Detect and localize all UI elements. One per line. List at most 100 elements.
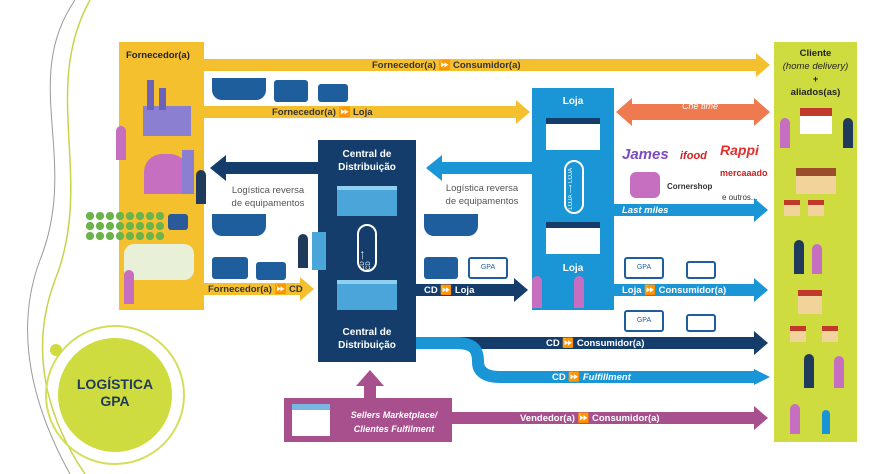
arrow-supplier-store	[204, 100, 530, 124]
dc-bottom-title-line2: Distribuição	[338, 340, 396, 351]
person-icon	[794, 240, 804, 274]
client-allies: aliados(as)	[790, 87, 841, 98]
house-icon	[784, 200, 800, 216]
factory-icon	[143, 80, 191, 136]
arrow-che-time	[616, 98, 770, 126]
dc-top-title-line2: Distribuição	[338, 162, 396, 173]
truck-icon	[212, 257, 248, 279]
dc-top-title-line1: Central de	[342, 149, 392, 160]
sellers-line1: Sellers Marketplace/	[350, 410, 438, 420]
arrow-seller-cd	[356, 370, 384, 398]
truck-icon	[424, 257, 458, 279]
label-cd-fulfillment: CD ⏩	[552, 372, 583, 383]
truck-icon	[256, 262, 286, 280]
label-cd-store: CD ⏩ Loja	[424, 285, 475, 296]
sellers-line2: Clientes	[353, 424, 392, 434]
pasture-icon	[124, 244, 194, 280]
ship-icon	[212, 78, 266, 100]
dc-cd-arrow: CD ⟶ CD	[357, 224, 377, 272]
person-icon	[116, 126, 126, 160]
person-icon	[843, 118, 853, 148]
logo-line2: GPA	[100, 393, 130, 409]
store-building-icon	[546, 222, 600, 254]
person-icon	[812, 244, 822, 274]
store-store-arrow: LOJA ⟶ LOJA	[564, 160, 584, 214]
gpa-truck-icon: GPA	[468, 257, 508, 279]
house-icon	[790, 326, 806, 342]
che-time-logo: Chê time	[681, 101, 718, 111]
house-icon	[798, 290, 822, 314]
arrow-reverse-left	[210, 155, 318, 181]
dc-cd-arrow-label: CD ⟶ CD	[360, 251, 372, 270]
dc-bottom-title-line1: Central de	[342, 327, 392, 338]
truck-icon	[274, 80, 308, 102]
ship-icon	[424, 214, 478, 236]
arrow-cd-consumer	[416, 331, 768, 355]
truck-icon	[686, 261, 716, 279]
label-cd-consumer: CD ⏩ Consumidor(a)	[546, 338, 645, 349]
store-store-arrow-label: LOJA ⟶ LOJA	[568, 168, 574, 210]
arrow-cd-store	[416, 278, 528, 302]
logo-badge	[45, 325, 185, 465]
supplier-title: Fornecedor(a)	[126, 50, 190, 61]
label-supplier-consumer: Fornecedor(a) ⏩ Consumidor(a)	[372, 60, 521, 71]
tractor-icon	[168, 214, 188, 230]
store-top-title: Loja	[562, 96, 584, 107]
cornershop-logo: Cornershop	[667, 182, 713, 191]
james-logo: James	[622, 146, 669, 163]
house-icon	[800, 108, 832, 134]
label-supplier-cd: Fornecedor(a) ⏩ CD	[208, 284, 303, 295]
store-bottom-title: Loja	[562, 263, 584, 274]
person-icon	[822, 410, 830, 434]
arrow-cd-fulfillment	[416, 337, 754, 383]
reverse-left-line2: de equipamentos	[231, 198, 305, 209]
gpa-truck-icon: GPA	[624, 257, 664, 279]
label-supplier-store: Fornecedor(a) ⏩ Loja	[272, 107, 373, 118]
truck-icon	[686, 314, 716, 332]
client-home-delivery: (home delivery)	[782, 61, 849, 72]
house-icon	[822, 326, 838, 342]
reverse-right-line2: de equipamentos	[445, 196, 519, 207]
scooter-icon	[630, 172, 660, 198]
mercado-logo: mercaaado	[720, 168, 768, 178]
truck-icon	[318, 84, 348, 102]
gpa-truck-icon: GPA	[624, 310, 664, 332]
crop-field-icon	[84, 210, 164, 240]
distribution-center-panel	[318, 140, 416, 362]
farm-building-icon	[144, 154, 188, 194]
reverse-right-line1: Logística reversa	[445, 183, 519, 194]
pallet-icon	[312, 232, 326, 270]
store-building-icon	[546, 118, 600, 150]
arrow-supplier-consumer	[204, 53, 770, 77]
arrow-reverse-right	[426, 155, 532, 181]
sellers-line2-italic: Fulfilment	[391, 424, 435, 434]
label-store-consumer: Loja ⏩ Consumidor(a)	[622, 285, 727, 296]
person-icon	[804, 354, 814, 388]
client-title: Cliente	[799, 48, 832, 59]
person-icon	[790, 404, 800, 434]
rappi-logo: Rappi	[720, 142, 759, 158]
dc-building-icon	[337, 186, 397, 216]
arrow-store-consumer	[614, 278, 768, 302]
worker-icon	[298, 234, 308, 268]
label-seller-consumer: Vendedor(a) ⏩ Consumidor(a)	[520, 413, 660, 424]
shopper-icon	[532, 276, 542, 308]
person-icon	[780, 118, 790, 148]
arrow-last-miles	[614, 198, 768, 222]
dc-building-icon	[337, 280, 397, 310]
person-icon	[196, 170, 206, 204]
logo-line1: LOGÍSTICA	[76, 376, 154, 392]
label-fulfillment-italic: Fulfillment	[582, 372, 631, 383]
shopper-icon	[574, 276, 584, 308]
client-plus: +	[812, 74, 819, 85]
label-last-miles: Last miles	[622, 205, 669, 216]
seller-store-icon	[292, 404, 330, 436]
arrow-supplier-cd	[204, 277, 314, 301]
ship-icon	[212, 214, 266, 236]
others-label: e outros...	[722, 193, 758, 202]
house-icon	[808, 200, 824, 216]
reverse-left-line1: Logística reversa	[231, 185, 305, 196]
ifood-logo: ifood	[680, 150, 707, 162]
logo-dot	[50, 344, 62, 356]
